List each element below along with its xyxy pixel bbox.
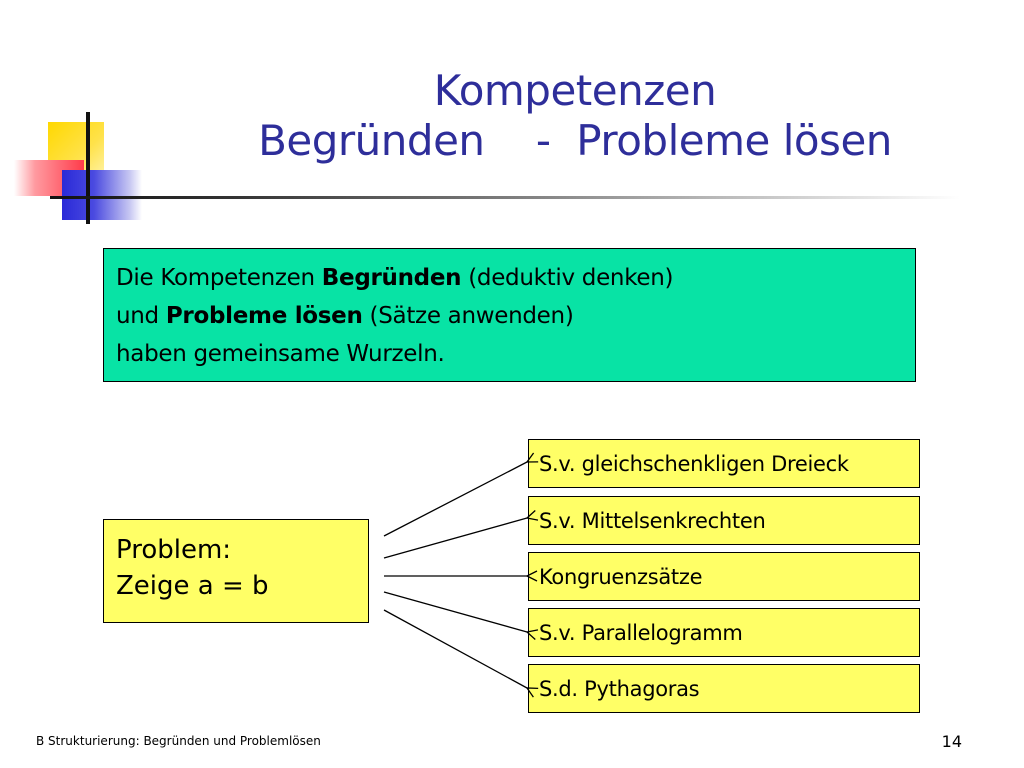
arrow-1 xyxy=(383,462,527,537)
title-line-1: Kompetenzen xyxy=(433,66,717,115)
logo-blue-bar xyxy=(62,170,142,220)
tool-box-2: S.v. Mittelsenkrechten xyxy=(528,496,920,545)
page-number: 14 xyxy=(941,732,962,751)
intro-bold-probleme: Probleme lösen xyxy=(165,303,363,329)
arrow-5 xyxy=(383,609,527,688)
intro-text: und xyxy=(116,303,166,329)
tool-box-3: Kongruenzsätze xyxy=(528,552,920,601)
title-line-2: Begründen - Probleme lösen xyxy=(258,116,892,165)
footer-text: B Strukturierung: Begründen und Probleml… xyxy=(36,734,321,748)
arrow-2 xyxy=(383,518,527,559)
intro-line-3: haben gemeinsame Wurzeln. xyxy=(116,341,445,367)
intro-box: Die Kompetenzen Begründen (deduktiv denk… xyxy=(103,248,916,382)
intro-text: (Sätze anwenden) xyxy=(362,303,574,329)
intro-bold-begruenden: Begründen xyxy=(321,265,462,291)
problem-statement: Zeige a = b xyxy=(116,571,269,601)
tool-box-4: S.v. Parallelogramm xyxy=(528,608,920,657)
tool-box-5: S.d. Pythagoras xyxy=(528,664,920,713)
arrow-4 xyxy=(383,591,527,632)
intro-line-2: und Probleme lösen (Sätze anwenden) xyxy=(116,297,903,335)
intro-line-1: Die Kompetenzen Begründen (deduktiv denk… xyxy=(116,259,903,297)
title-underline xyxy=(50,196,960,199)
slide-title: Kompetenzen Begründen - Probleme lösen xyxy=(150,66,1000,166)
logo-vertical-line xyxy=(86,112,90,224)
problem-box: Problem: Zeige a = b xyxy=(103,519,369,623)
problem-label: Problem: xyxy=(116,535,232,565)
intro-text: (deduktiv denken) xyxy=(461,265,674,291)
tool-box-1: S.v. gleichschenkligen Dreieck xyxy=(528,439,920,488)
intro-text: Die Kompetenzen xyxy=(116,265,322,291)
